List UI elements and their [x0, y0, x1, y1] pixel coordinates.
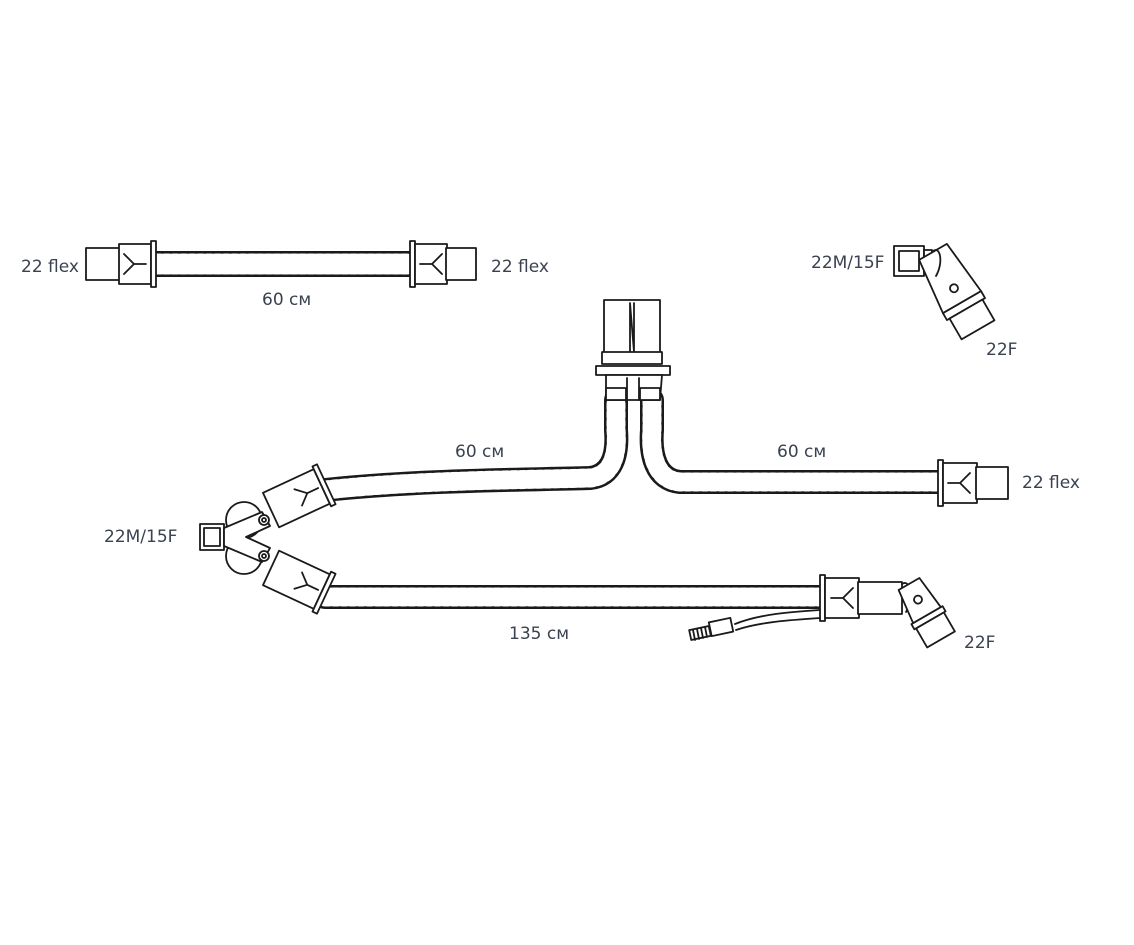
top-left-flex-connector [85, 240, 157, 288]
standalone-elbow [893, 242, 996, 341]
lower-limb-end-label: 22F [964, 633, 995, 653]
wye-connector [199, 463, 337, 615]
right-limb-length-label: 60 см [777, 442, 826, 462]
right-limb-tube [639, 388, 952, 494]
right-limb-end-label: 22 flex [1022, 473, 1080, 493]
top-tube-right-label: 22 flex [491, 257, 549, 277]
sampling-line [688, 609, 821, 641]
wye-port-label: 22M/15F [104, 527, 177, 547]
elbow-top-label: 22M/15F [811, 253, 884, 273]
upper-limb-tube [313, 388, 629, 502]
upper-limb-length-label: 60 см [455, 442, 504, 462]
y-filter-housing [595, 299, 671, 401]
top-right-flex-connector [409, 240, 477, 288]
lower-limb-end-assembly [819, 574, 956, 649]
top-tube-length-label: 60 см [262, 290, 311, 310]
top-tube-left-label: 22 flex [21, 257, 79, 277]
elbow-bottom-label: 22F [986, 340, 1017, 360]
right-limb-flex-connector [937, 459, 1009, 507]
lower-limb-length-label: 135 см [509, 624, 569, 644]
